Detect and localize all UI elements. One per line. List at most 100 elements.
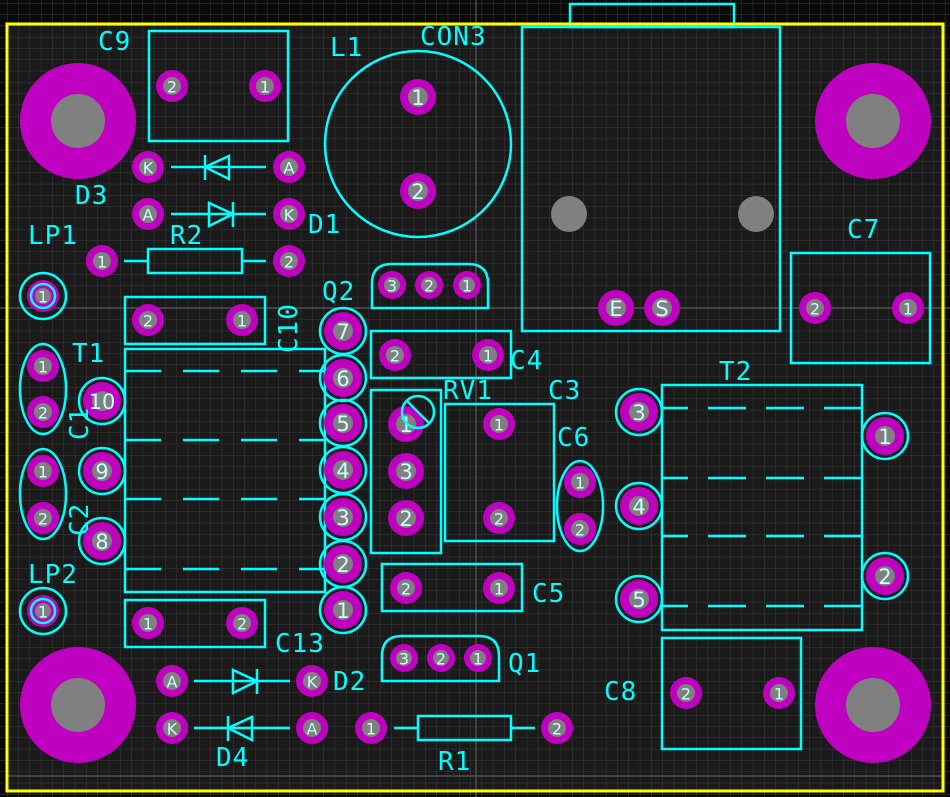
pad: 4 [318, 445, 368, 495]
component-c9[interactable]: C9 2 1 [98, 27, 290, 143]
pin-label: 6 [336, 367, 349, 391]
board-outline [5, 22, 945, 793]
component-con3[interactable]: CON3 E S [420, 2, 782, 333]
component-c5[interactable]: C5 2 1 [380, 562, 565, 613]
pin-label: 2 [552, 720, 562, 739]
pin-label: A [167, 673, 178, 692]
pin-label: 2 [237, 615, 247, 634]
pad: 1 [892, 292, 924, 324]
pin-label: 1 [878, 425, 891, 449]
pad: K [156, 712, 188, 744]
pin-label: S [655, 297, 668, 321]
pin-label: 1 [336, 599, 349, 623]
pin-label: 1 [494, 416, 504, 435]
component-c7[interactable]: C7 2 1 [789, 215, 932, 365]
ref-label: C2 [65, 503, 95, 536]
pad: 2 [226, 607, 258, 639]
component-r2[interactable]: R2 1 2 [86, 221, 305, 277]
component-rv1[interactable]: RV1 1 3 2 [369, 376, 493, 555]
component-c6[interactable]: C6 1 2 [555, 423, 605, 553]
component-c1[interactable]: C1 1 2 [18, 342, 95, 440]
component-d3[interactable]: D3 K A [75, 151, 305, 211]
pad: 10 [77, 376, 127, 426]
pad: 2 [27, 396, 59, 428]
pad: S [644, 290, 680, 326]
pin-label: 3 [387, 277, 397, 296]
component-d2[interactable]: D2 A K [156, 665, 366, 697]
pad: 1 [400, 79, 436, 115]
pad: 1 [355, 712, 387, 744]
ref-label: LP2 [28, 560, 78, 590]
pad: 2 [483, 502, 515, 534]
winding-lines [662, 406, 862, 608]
winding-lines [125, 369, 325, 571]
ref-label: D3 [75, 181, 108, 211]
pad: 2 [273, 245, 305, 277]
pad: 1 [464, 644, 492, 672]
component-t1[interactable]: T1 7 6 5 4 3 2 1 10 9 8 [72, 306, 368, 635]
pin-label: 5 [632, 588, 645, 612]
pin-label: 2 [401, 580, 411, 599]
ref-label: L1 [330, 33, 363, 63]
pin-label: 9 [95, 460, 108, 484]
pin-label: 1 [237, 312, 247, 331]
component-c10[interactable]: C10 2 1 [123, 295, 304, 353]
ref-label: CON3 [420, 22, 487, 52]
pad: 2 [799, 292, 831, 324]
pin-label: 1 [260, 78, 270, 97]
pad: 2 [427, 644, 455, 672]
pad: 2 [390, 572, 422, 604]
ref-label: D1 [308, 210, 341, 240]
component-lp1[interactable]: LP1 1 [18, 221, 78, 321]
component-r1[interactable]: R1 1 2 [355, 712, 573, 777]
component-c8[interactable]: C8 2 1 [604, 636, 803, 751]
ref-label: Q1 [508, 649, 541, 679]
pad: 2 [400, 173, 436, 209]
pad: 2 [318, 539, 368, 589]
pin-label: 2 [424, 277, 434, 296]
pin-label: A [307, 720, 318, 739]
component-t2[interactable]: T2 3 4 5 1 2 [614, 357, 910, 632]
pad: 1 [86, 245, 118, 277]
component-c4[interactable]: C4 2 1 [369, 329, 543, 380]
pad: 9 [77, 446, 127, 496]
component-c3[interactable]: C3 1 2 [443, 376, 581, 543]
pad: 8 [77, 516, 127, 566]
component-q2[interactable]: Q2 3 2 1 [322, 262, 490, 310]
pad: A [296, 712, 328, 744]
pad: 3 [318, 492, 368, 542]
mounting-hole-tr [815, 63, 931, 179]
pad: 1 [226, 304, 258, 336]
component-q1[interactable]: Q1 3 2 1 [380, 634, 541, 683]
component-lp2[interactable]: LP2 1 [18, 560, 78, 636]
pad: A [156, 665, 188, 697]
pad: A [132, 198, 164, 230]
pad: 1 [318, 585, 368, 635]
component-d1[interactable]: D1 A K [132, 198, 341, 240]
ref-label: LP1 [28, 221, 78, 251]
pin-label: 2 [38, 404, 48, 423]
pad: 1 [564, 466, 596, 498]
pad: 1 [483, 408, 515, 440]
component-d4[interactable]: D4 K A [156, 712, 328, 773]
pin-label: E [609, 297, 622, 321]
pin-label: 1 [903, 300, 913, 319]
ref-label: T2 [719, 357, 752, 387]
pad: 2 [27, 502, 59, 534]
pad: 4 [614, 481, 664, 531]
pad: 2 [156, 70, 188, 102]
component-c2[interactable]: C2 1 2 [18, 447, 95, 541]
pin-label: 4 [336, 459, 349, 483]
ref-label: C3 [548, 376, 581, 406]
pin-label: 2 [878, 565, 891, 589]
pad: K [132, 151, 164, 183]
pad: 7 [318, 306, 368, 356]
component-c13[interactable]: C13 1 2 [123, 598, 325, 659]
pad: 1 [27, 455, 59, 487]
pin-label: 1 [38, 288, 48, 307]
component-l1[interactable]: L1 1 2 [323, 33, 513, 239]
pad: 1 [132, 607, 164, 639]
pad: 3 [390, 644, 418, 672]
pin-label: 1 [774, 685, 784, 704]
